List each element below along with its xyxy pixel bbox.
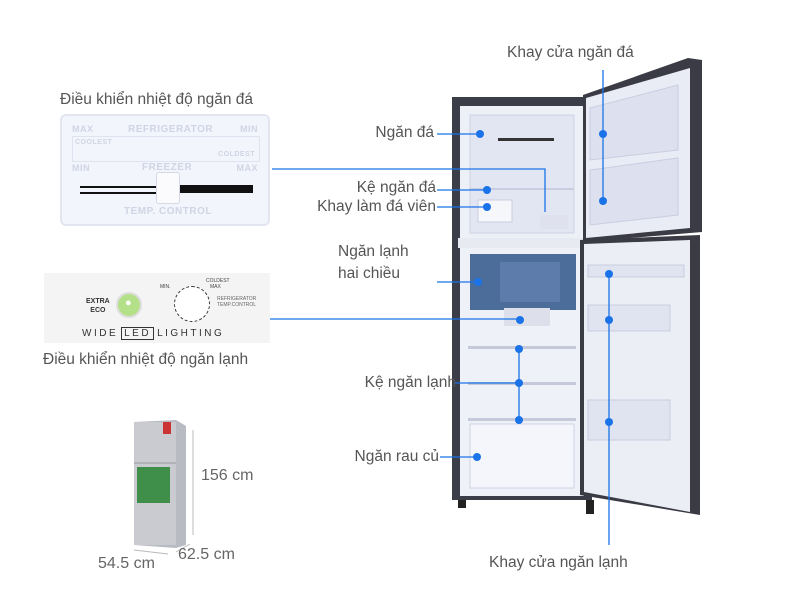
leaf-drop-icon: ● — [125, 297, 132, 309]
freezer-slider-thumb[interactable] — [156, 172, 180, 204]
dimension-lines — [133, 430, 194, 555]
temp-control-label: TEMP.CONTROL — [217, 302, 257, 308]
label-ice-tray: Khay làm đá viên — [317, 198, 436, 215]
small-fridge-image — [134, 420, 186, 548]
dimension-width: 54.5 cm — [98, 555, 155, 572]
coldest-label: COLDEST — [206, 278, 230, 284]
callout-dots — [473, 130, 613, 461]
label-freezer-compartment: Ngăn đá — [375, 124, 434, 141]
min-label: MIN. — [160, 284, 171, 290]
label-two-way-line1: Ngăn lạnh — [338, 243, 409, 260]
temperature-dial[interactable] — [174, 286, 210, 322]
refrigerator-label: REFRIGERATOR — [217, 296, 257, 302]
label-freezer-shelf: Kệ ngăn đá — [356, 179, 436, 196]
temp-control-label: TEMP. CONTROL — [124, 206, 212, 217]
coldest-label: COLDEST — [218, 151, 255, 158]
freezer-control-panel: MAX REFRIGERATOR MIN COOLEST COLDEST MIN… — [60, 114, 270, 226]
refrigerator-label: REFRIGERATOR — [128, 124, 214, 135]
extra-eco-button[interactable]: ● — [116, 292, 142, 318]
max-label: MAX — [72, 124, 94, 134]
eco-label: ECO — [90, 307, 106, 314]
label-fridge-door-tray: Khay cửa ngăn lạnh — [489, 554, 628, 571]
max-label: MAX — [210, 284, 221, 290]
freezer-label: FREEZER — [142, 162, 193, 173]
label-fridge-shelf: Kệ ngăn lạnh — [364, 374, 456, 391]
label-freezer-control: Điều khiển nhiệt độ ngăn đá — [60, 91, 254, 108]
extra-label: EXTRA — [86, 298, 110, 305]
label-vegetable-drawer: Ngăn rau củ — [354, 448, 439, 465]
min-label: MIN — [72, 163, 90, 173]
label-fridge-control: Điều khiển nhiệt độ ngăn lạnh — [43, 351, 249, 368]
dimension-depth: 62.5 cm — [178, 546, 235, 563]
label-two-way-line2: hai chiều — [338, 265, 401, 282]
max-label: MAX — [236, 163, 258, 173]
dimension-height: 156 cm — [201, 467, 254, 484]
label-freezer-door-tray: Khay cửa ngăn đá — [507, 44, 634, 61]
min-label: MIN — [240, 124, 258, 134]
fridge-control-panel: EXTRA ECO ● MIN. COLDEST MAX REFRIGERATO… — [44, 273, 270, 343]
coolest-label: COOLEST — [75, 139, 113, 146]
